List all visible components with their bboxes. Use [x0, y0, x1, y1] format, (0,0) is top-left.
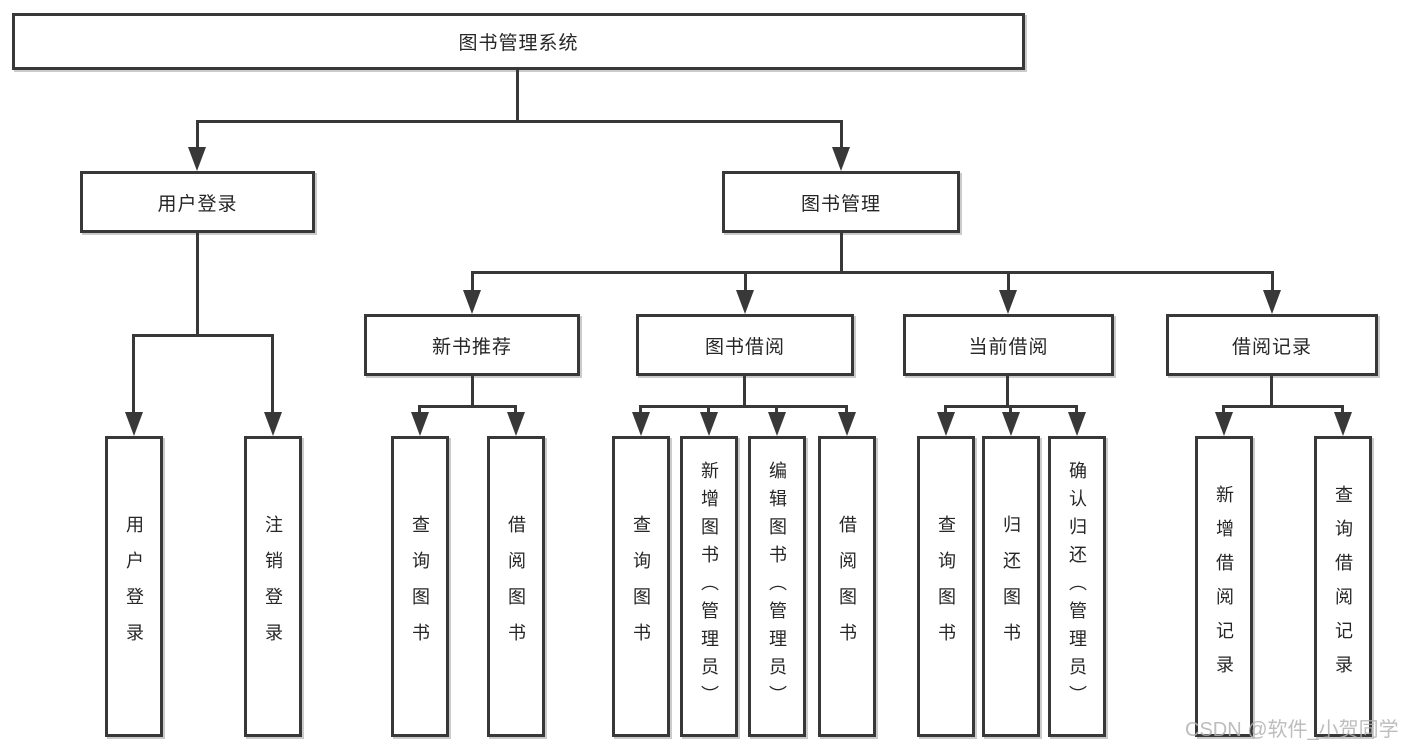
arrowhead-down-icon [632, 412, 650, 436]
leaf-add-books-admin: 新增图书（管理员） [680, 436, 738, 737]
connector-line [471, 376, 474, 407]
arrowhead-down-icon [264, 412, 282, 436]
connector-line [1271, 271, 1274, 293]
connector-line [271, 334, 274, 416]
node-new-book-recommendation: 新书推荐 [364, 314, 580, 376]
connector-line [639, 405, 847, 408]
connector-line [840, 120, 843, 152]
node-book-borrowing: 图书借阅 [636, 314, 854, 376]
node-label: 归还图书 [1001, 514, 1021, 659]
arrowhead-down-icon [768, 412, 786, 436]
node-label: 查询图书 [936, 514, 956, 659]
node-label: 图书借阅 [704, 336, 785, 358]
node-label: 查询借阅记录 [1333, 484, 1353, 689]
connector-line [1222, 405, 1225, 416]
connector-line [418, 405, 517, 408]
csdn-watermark: CSDN @软件_小贺同学 [1185, 719, 1399, 741]
connector-line [418, 405, 421, 416]
leaf-add-borrow-record: 新增借阅记录 [1195, 436, 1253, 737]
connector-line [1075, 405, 1078, 416]
connector-line [471, 271, 474, 293]
node-current-borrowing: 当前借阅 [903, 314, 1114, 376]
node-label: 查询图书 [410, 514, 430, 659]
arrowhead-down-icon [1215, 412, 1233, 436]
connector-line [744, 271, 747, 293]
connector-line [639, 405, 642, 416]
node-label: 借阅记录 [1231, 336, 1312, 358]
arrowhead-down-icon [411, 412, 429, 436]
leaf-query-books-recommend: 查询图书 [391, 436, 449, 737]
node-label: 借阅图书 [506, 514, 526, 659]
leaf-return-books: 归还图书 [982, 436, 1040, 737]
leaf-edit-books-admin: 编辑图书（管理员） [748, 436, 806, 737]
node-label: 查询图书 [631, 514, 651, 659]
arrowhead-down-icon [188, 147, 206, 171]
arrowhead-down-icon [125, 412, 143, 436]
node-label: 新书推荐 [431, 336, 512, 358]
arrowhead-down-icon [832, 147, 850, 171]
connector-line [944, 405, 947, 416]
node-label: 用户登录 [157, 193, 238, 215]
node-label: 确认归还（管理员） [1067, 460, 1087, 713]
arrowhead-down-icon [700, 412, 718, 436]
connector-line [516, 70, 519, 122]
node-label: 新增图书（管理员） [699, 460, 719, 713]
arrowhead-down-icon [1263, 290, 1281, 314]
connector-line [707, 405, 710, 416]
leaf-borrow-books: 借阅图书 [818, 436, 876, 737]
node-label: 用户登录 [124, 514, 144, 659]
connector-line [840, 233, 843, 274]
node-book-management: 图书管理 [722, 171, 960, 233]
arrowhead-down-icon [838, 412, 856, 436]
connector-line [1009, 405, 1012, 416]
arrowhead-down-icon [463, 290, 481, 314]
connector-line [845, 405, 848, 416]
leaf-logout: 注销登录 [244, 436, 302, 737]
leaf-query-books-borrowing: 查询图书 [612, 436, 670, 737]
connector-line [196, 120, 199, 152]
connector-line [514, 405, 517, 416]
arrowhead-down-icon [507, 412, 525, 436]
connector-line [775, 405, 778, 416]
node-label: 图书管理 [800, 193, 881, 215]
leaf-user-login: 用户登录 [105, 436, 163, 737]
connector-line [471, 271, 1274, 274]
node-label: 当前借阅 [968, 336, 1049, 358]
node-label: 新增借阅记录 [1214, 484, 1234, 689]
node-label: 借阅图书 [837, 514, 857, 659]
node-label: 编辑图书（管理员） [767, 460, 787, 713]
connector-line [132, 334, 274, 337]
leaf-confirm-return-admin: 确认归还（管理员） [1048, 436, 1106, 737]
node-borrowing-records: 借阅记录 [1166, 314, 1378, 376]
connector-line [1341, 405, 1344, 416]
node-system-root: 图书管理系统 [12, 13, 1025, 70]
node-user-login: 用户登录 [80, 171, 315, 233]
arrowhead-down-icon [999, 290, 1017, 314]
connector-line [196, 233, 199, 336]
node-label: 注销登录 [263, 514, 283, 659]
arrowhead-down-icon [1068, 412, 1086, 436]
arrowhead-down-icon [1002, 412, 1020, 436]
connector-line [1006, 376, 1009, 407]
connector-line [1007, 271, 1010, 293]
connector-line [1222, 405, 1344, 408]
leaf-query-books-current: 查询图书 [917, 436, 975, 737]
connector-line [132, 334, 135, 416]
arrowhead-down-icon [937, 412, 955, 436]
leaf-borrow-books-recommend: 借阅图书 [487, 436, 545, 737]
arrowhead-down-icon [736, 290, 754, 314]
node-label: 图书管理系统 [458, 33, 579, 54]
connector-line [196, 120, 843, 123]
leaf-query-borrow-record: 查询借阅记录 [1314, 436, 1372, 737]
connector-line [743, 376, 746, 407]
arrowhead-down-icon [1334, 412, 1352, 436]
connector-line [1270, 376, 1273, 407]
